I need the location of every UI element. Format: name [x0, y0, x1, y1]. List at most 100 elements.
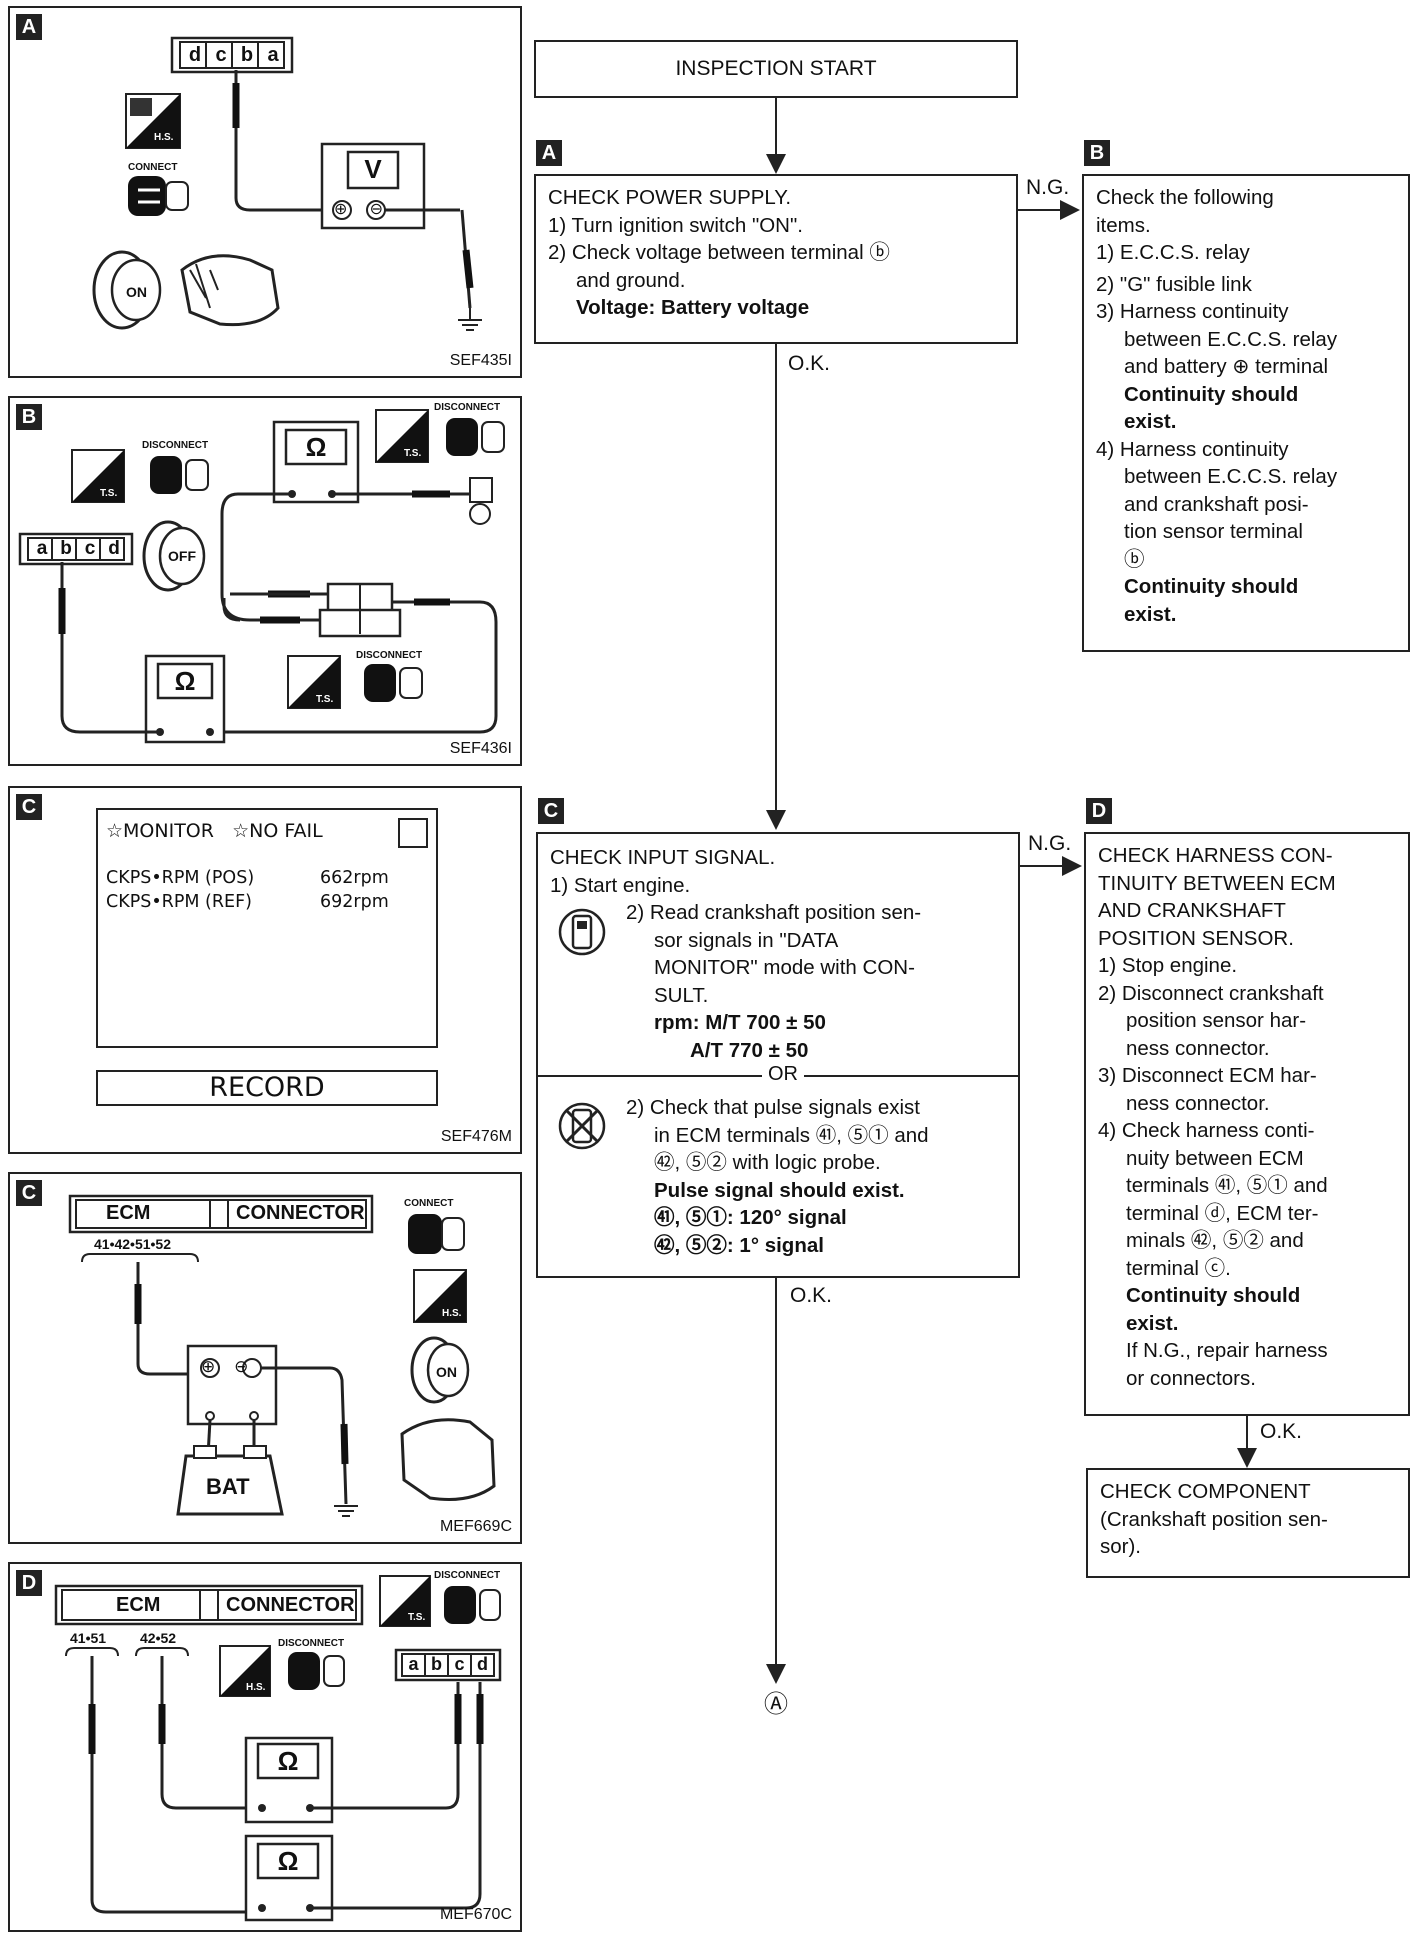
panel-d-connector-label: CONNECTOR — [226, 1594, 355, 1616]
panel-b-ts-label-1: T.S. — [100, 488, 118, 499]
box-c-line-9: ㊷, ⑤② with logic probe. — [654, 1151, 881, 1174]
check-component-box: CHECK COMPONENT (Crankshaft position sen… — [1086, 1468, 1410, 1578]
panel-c2-connect-label: CONNECT — [404, 1198, 454, 1209]
inspection-start-box: INSPECTION START — [534, 40, 1018, 98]
record-button[interactable]: RECORD — [96, 1070, 438, 1106]
box-d-line-15: minals ㊷, ⑤② and — [1126, 1229, 1304, 1252]
panel-c2-ecm-label: ECM — [106, 1202, 151, 1224]
box-d-line-16: terminal ⓒ. — [1126, 1256, 1231, 1280]
box-a-line-3: 2) Check voltage between terminal ⓑ — [548, 241, 890, 264]
panel-b-key-label: OFF — [168, 548, 196, 564]
consult-icon — [558, 908, 606, 956]
panel-d-illustration: D ECM — [8, 1562, 522, 1932]
box-c-line-8: in ECM terminals ㊶, ⑤① and — [654, 1123, 929, 1147]
panel-b-reference: SEF436I — [449, 740, 512, 757]
box-d-line-17: If N.G., repair harness — [1126, 1339, 1328, 1362]
panel-c2-tag: C — [16, 1180, 42, 1206]
panel-c-reference: SEF476M — [440, 1128, 512, 1145]
panel-c2-connector-label: CONNECTOR — [236, 1202, 365, 1224]
box-b-line-10: and crankshaft posi- — [1124, 492, 1309, 516]
battery-label: BAT — [206, 1474, 250, 1499]
panel-a-pin-b: b — [240, 44, 254, 66]
box-c-or-divider: OR — [538, 1061, 1018, 1087]
ok-label-d: O.K. — [1260, 1420, 1303, 1443]
box-c-line-1: CHECK INPUT SIGNAL. — [550, 846, 776, 869]
panel-b-pin-a: a — [36, 538, 48, 559]
box-c-line-6: SULT. — [654, 983, 709, 1007]
panel-c2-key-label: ON — [436, 1364, 457, 1380]
panel-b-meter-symbol-2: Ω — [174, 666, 196, 696]
panel-d-ecm-label: ECM — [116, 1594, 161, 1616]
box-b-line-6: between E.C.C.S. relay — [1124, 327, 1338, 351]
box-b-line-12: ⓑ — [1124, 547, 1145, 571]
panel-b-disconnect-label-3: DISCONNECT — [356, 650, 423, 661]
box-b-bold-2: exist. — [1124, 410, 1177, 433]
box-c-line-5: MONITOR" mode with CON- — [654, 956, 915, 979]
ng-label-a: N.G. — [1026, 176, 1070, 199]
monitor-row-pos-name: CKPS•RPM (POS) — [106, 868, 255, 888]
box-d-line-5: 1) Stop engine. — [1098, 954, 1238, 977]
box-b-line-9: between E.C.C.S. relay — [1124, 465, 1338, 488]
box-c-bold-5: ㊷, ⑤②: 1° signal — [654, 1233, 824, 1257]
box-b-line-7: and battery ⊕ terminal — [1124, 355, 1329, 378]
panel-d-pin-b: b — [431, 1654, 442, 1674]
box-c-rpm-at: A/T 770 ± 50 — [690, 1038, 809, 1062]
panel-a-key-label: ON — [126, 284, 147, 300]
box-c-bold-4: ㊶, ⑤①: 120° signal — [654, 1206, 847, 1229]
panel-a-voltmeter-symbol: V — [364, 154, 382, 184]
box-d-line-13: terminals ㊶, ⑤① and — [1126, 1174, 1328, 1197]
no-consult-icon — [558, 1102, 606, 1150]
panel-d-meter-symbol-1: Ω — [277, 1746, 299, 1776]
continuation-marker: Ⓐ — [764, 1691, 788, 1718]
box-c-or-label: OR — [762, 1061, 804, 1087]
monitor-fail-box — [398, 818, 428, 848]
box-b-line-1: Check the following — [1096, 186, 1274, 209]
box-e-line-2: (Crankshaft position sen- — [1100, 1507, 1328, 1531]
box-b-line-3: 1) E.C.C.S. relay — [1096, 241, 1250, 264]
box-a-spec: Voltage: Battery voltage — [576, 296, 810, 319]
panel-c2-reference: MEF669C — [439, 1518, 512, 1535]
box-b-bold-1: Continuity should — [1124, 382, 1299, 406]
panel-c2-drawing — [68, 1194, 496, 1517]
panel-c2-hs-label: H.S. — [442, 1308, 462, 1319]
panel-b-connector-pins: a b c d — [30, 538, 126, 560]
consult-screen: ☆MONITOR ☆NO FAIL CKPS•RPM (POS) 662rpm … — [96, 808, 438, 1048]
panel-b-disconnect-label-2: DISCONNECT — [434, 402, 501, 413]
check-following-items-box: Check the following items. 1) E.C.C.S. r… — [1082, 174, 1410, 652]
panel-a-drawing — [92, 36, 482, 331]
box-d-line-14: terminal ⓓ, ECM ter- — [1126, 1201, 1319, 1225]
panel-d-hs-label: H.S. — [246, 1682, 266, 1693]
ok-label-a: O.K. — [788, 352, 831, 375]
monitor-row-ref-name: CKPS•RPM (REF) — [106, 892, 252, 912]
panel-d-connector-pins: a b c d — [402, 1654, 494, 1675]
panel-c2-pins-label: 41•42•51•52 — [94, 1236, 171, 1252]
box-d-line-9: 3) Disconnect ECM har- — [1098, 1064, 1317, 1087]
box-d-line-11: 4) Check harness conti- — [1098, 1119, 1315, 1142]
panel-b-ts-label-2: T.S. — [404, 448, 422, 459]
box-d-line-8: ness connector. — [1126, 1036, 1270, 1060]
box-b-bold-3: Continuity should — [1124, 575, 1299, 598]
panel-d-pin-a: a — [408, 1654, 419, 1674]
panel-a-reference: SEF435I — [449, 352, 512, 369]
check-power-supply-box: CHECK POWER SUPPLY. 1) Turn ignition swi… — [534, 174, 1018, 344]
panel-b-drawing — [18, 409, 505, 744]
panel-b-tag: B — [16, 404, 42, 430]
box-d-bold-1: Continuity should — [1126, 1284, 1301, 1307]
box-c-line-3: 2) Read crankshaft position sen- — [626, 901, 922, 924]
panel-d-pin-c: c — [454, 1654, 465, 1674]
panel-d-pins-label-1: 41•51 — [70, 1630, 107, 1646]
box-c-line-2: 1) Start engine. — [550, 873, 691, 897]
panel-d-meter-symbol-2: Ω — [277, 1846, 299, 1876]
box-d-line-4: POSITION SENSOR. — [1098, 926, 1294, 950]
box-b-line-2: items. — [1096, 213, 1151, 237]
panel-a-hs-label: H.S. — [154, 132, 174, 143]
box-c-consult-step: 2) Read crankshaft position sen- sor sig… — [550, 899, 1006, 1064]
box-d-bold-2: exist. — [1126, 1311, 1179, 1335]
panel-c-tag: C — [16, 794, 42, 820]
ok-label-c: O.K. — [790, 1284, 833, 1307]
flow-tag-b: B — [1084, 140, 1110, 166]
box-e-line-1: CHECK COMPONENT — [1100, 1480, 1311, 1503]
panel-d-tag: D — [16, 1570, 42, 1596]
box-c-rpm-mt: rpm: M/T 700 ± 50 — [654, 1011, 826, 1034]
panel-d-disconnect-label-2: DISCONNECT — [278, 1638, 345, 1649]
